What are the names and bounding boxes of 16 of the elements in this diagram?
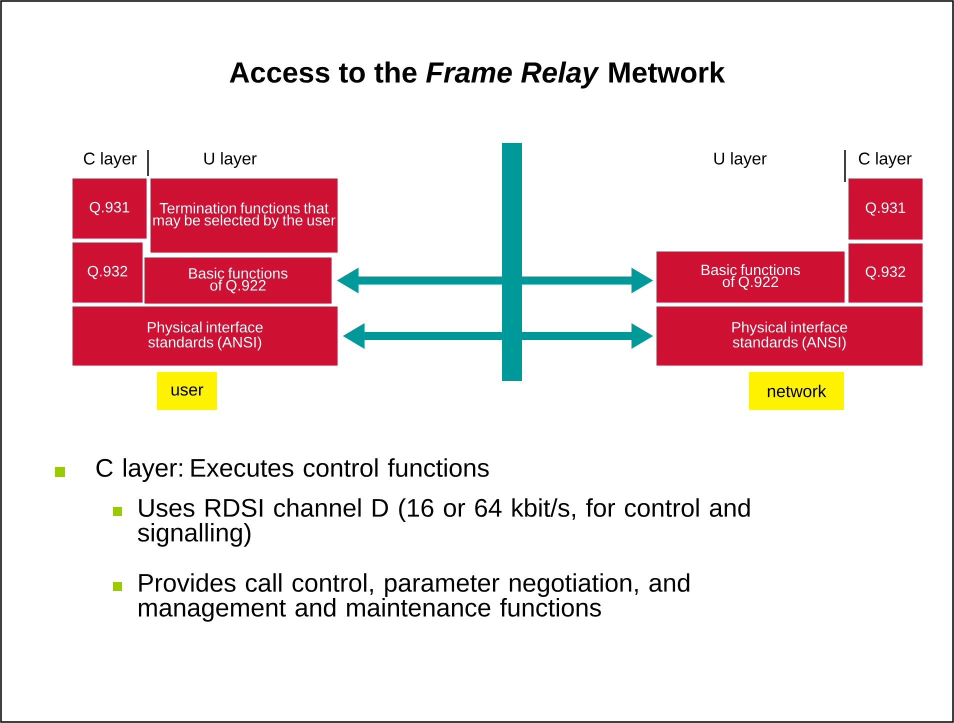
layer-box: Physical interface standards (ANSI) (72, 306, 338, 366)
layer-box: Physical interface standards (ANSI) (656, 306, 924, 366)
layer-box: Q.931 (72, 178, 148, 240)
layer-box: Q.932 (72, 242, 144, 304)
layer-box: Q.932 (848, 242, 924, 304)
column-heading: C layer (84, 152, 137, 168)
bullet-text: Provides call control, parameter negotiation, and management and maintenance functions (138, 573, 690, 622)
column-heading: U layer (714, 152, 767, 168)
bullet-text: Uses RDSI channel D (16 or 64 kbit/s, for control and signalling) (138, 498, 750, 547)
layer-box: Q.931 (848, 178, 924, 240)
layer-box: Termination functions that may be selected by the user (150, 178, 338, 254)
title: Access to the Frame Relay Metwork (230, 61, 726, 89)
layer-box: Basic functions of Q.922 (656, 250, 846, 304)
bullet-text: C layer: Executes control functions (96, 458, 489, 482)
highlight-label: network (749, 372, 844, 410)
highlight-label: user (157, 372, 217, 410)
